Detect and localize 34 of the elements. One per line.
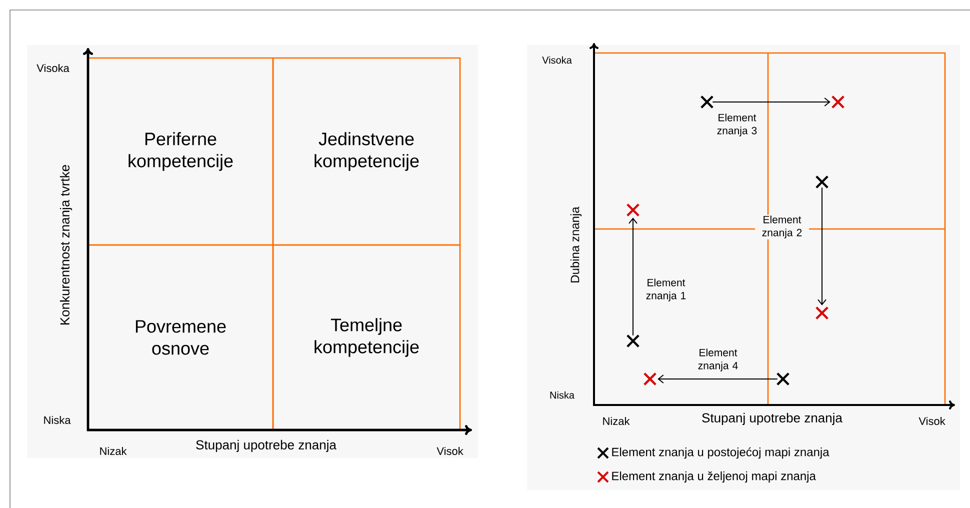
- axis-label: Stupanj upotrebe znanja: [196, 440, 336, 452]
- cross-marker: [626, 203, 640, 217]
- axis-label: Konkurentnost znanja tvrtke: [60, 165, 72, 324]
- edge-label: Element znanja 3: [710, 112, 764, 138]
- arrow: [658, 374, 778, 384]
- axis-label: Visok: [436, 446, 464, 456]
- arrow: [818, 187, 826, 306]
- axis-label: Nizak: [100, 446, 127, 456]
- cross-marker: [831, 95, 845, 109]
- quadrant-box: Jedinstvene kompetencije: [272, 57, 461, 246]
- cross-marker: [815, 306, 829, 320]
- quadrant-box: Temeljne kompetencije: [272, 244, 461, 431]
- quadrant-box: Periferne kompetencije: [87, 57, 274, 246]
- edge-label: Element znanja 4: [691, 348, 745, 372]
- axis-label: Visoka: [36, 64, 70, 72]
- cross-marker: [626, 334, 640, 348]
- edge-label: Element znanja 2: [755, 214, 809, 240]
- cross-marker: [776, 372, 790, 386]
- legend-item: Element znanja u postojećoj mapi znanja: [597, 447, 830, 459]
- legend-item: Element znanja u željenoj mapi znanja: [597, 471, 816, 483]
- arrow: [628, 218, 638, 336]
- axis-label: Visoka: [542, 56, 572, 64]
- axis-label: Nizak: [603, 416, 630, 426]
- axis-label: Visok: [918, 416, 946, 426]
- axis-label: Niska: [550, 391, 574, 399]
- cross-marker: [700, 95, 714, 109]
- cross-marker: [643, 372, 657, 386]
- axis-label: Dubina znanja: [570, 206, 582, 282]
- cross-marker: [815, 175, 829, 189]
- quadrant-box: Povremene osnove: [87, 244, 274, 431]
- edge-label: Element znanja 1: [639, 278, 693, 302]
- axis-label: Stupanj upotrebe znanja: [702, 412, 842, 426]
- arrow: [712, 98, 830, 106]
- axis-label: Niska: [44, 416, 71, 424]
